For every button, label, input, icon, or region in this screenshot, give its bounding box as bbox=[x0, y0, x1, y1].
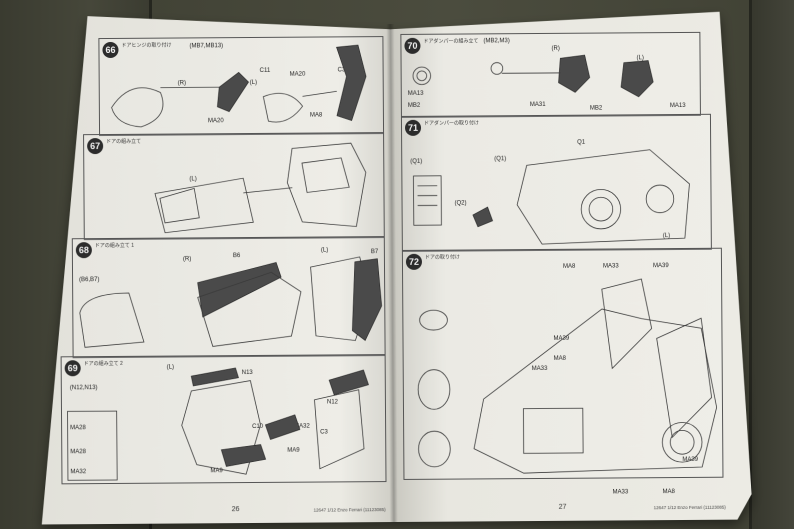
step-panel-66: 66 ドアヒンジの取り付け (MB7,MB13) (R) (L) MA20 MA… bbox=[98, 36, 384, 136]
step-panel-72: 72 ドアの取り付け MA8 MA33 MA39 MA39 MA8 MA33 M… bbox=[402, 248, 724, 480]
part-label: MA33 bbox=[612, 489, 629, 496]
step-panel-70: 70 ドアダンパーの組み立て (MB2,M3) (R) (L) MA13 MB2… bbox=[400, 32, 701, 118]
step-illustration bbox=[84, 133, 384, 239]
left-page: 66 ドアヒンジの取り付け (MB7,MB13) (R) (L) MA20 MA… bbox=[38, 14, 394, 524]
deck-plank bbox=[750, 0, 794, 529]
page-number: 26 bbox=[231, 506, 240, 514]
part-label: MA8 bbox=[662, 489, 675, 496]
step-panel-67: 67 ドアの組み立て (L) bbox=[83, 132, 385, 240]
step-illustration bbox=[401, 33, 700, 117]
step-illustration bbox=[402, 115, 711, 251]
deck-gap bbox=[749, 0, 752, 529]
page-footer: 12647 1/12 Enzo Ferrari (11123085) bbox=[313, 507, 386, 513]
instruction-booklet: 66 ドアヒンジの取り付け (MB7,MB13) (R) (L) MA20 MA… bbox=[38, 12, 752, 525]
right-page: 70 ドアダンパーの組み立て (MB2,M3) (R) (L) MA13 MB2… bbox=[390, 12, 752, 522]
step-illustration bbox=[403, 249, 723, 479]
step-panel-71: 71 ドアダンパーの取り付け Q1 (Q1) (Q2) (Q1) (L) bbox=[401, 114, 712, 252]
step-panel-68: 68 ドアの組み立て 1 (B6,B7) (R) B6 (L) B7 bbox=[72, 236, 386, 358]
page-footer: 12647 1/12 Enzo Ferrari (11123085) bbox=[653, 504, 726, 511]
step-panel-69: 69 ドアの組み立て 2 (N12,N13) (L) N13 N12 C10 C… bbox=[61, 354, 387, 484]
step-illustration bbox=[99, 37, 383, 135]
step-illustration bbox=[62, 355, 386, 483]
step-illustration bbox=[73, 237, 385, 357]
page-number: 27 bbox=[558, 503, 567, 511]
